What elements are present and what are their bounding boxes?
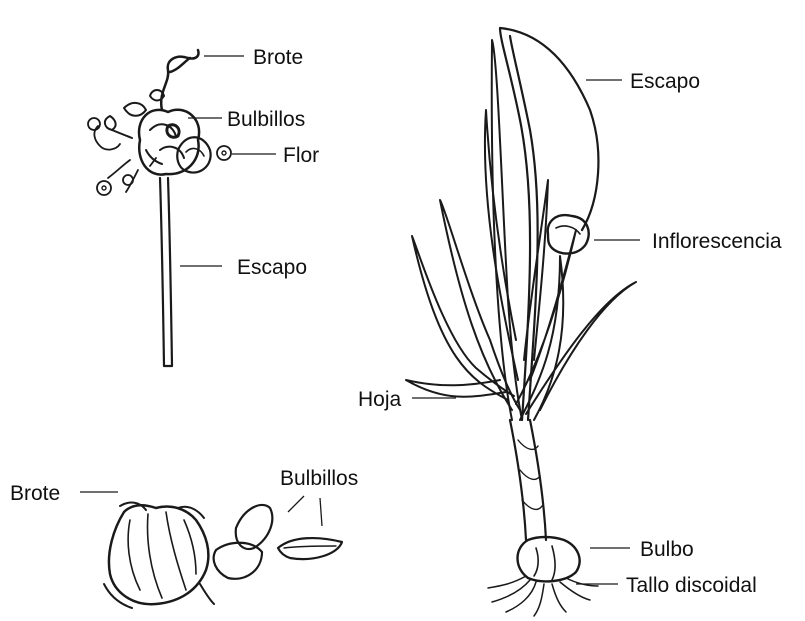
label-tallo-discoidal: Tallo discoidal	[626, 574, 757, 597]
plant-stem-drawing	[510, 420, 546, 540]
label-bulbo: Bulbo	[640, 538, 694, 561]
label-bulbillos-top: Bulbillos	[227, 108, 305, 131]
scape-stem-drawing	[160, 178, 172, 366]
plant-inflorescence-drawing	[548, 215, 589, 253]
label-escapo-left: Escapo	[237, 256, 307, 279]
label-bulbillos-bottom: Bulbillos	[280, 467, 358, 490]
label-escapo-right: Escapo	[630, 70, 700, 93]
bulbils-figure: Brote Bulbillos	[10, 467, 358, 608]
plant-figure: Escapo Inflorescencia Hoja Bulbo Tallo d…	[358, 28, 782, 616]
elongated-clove-drawing	[278, 538, 342, 559]
inflorescence-figure: Brote Bulbillos Flor Escapo	[88, 46, 319, 366]
label-brote-top: Brote	[253, 46, 303, 69]
bulbil-cluster-drawing	[94, 90, 210, 192]
leaves-drawing	[406, 40, 636, 420]
label-flor: Flor	[283, 144, 319, 167]
label-hoja: Hoja	[358, 388, 402, 411]
label-inflorescencia: Inflorescencia	[652, 230, 782, 253]
bulb-drawing	[518, 537, 580, 581]
label-brote-bottom: Brote	[10, 482, 60, 505]
sprout-drawing	[161, 50, 198, 110]
